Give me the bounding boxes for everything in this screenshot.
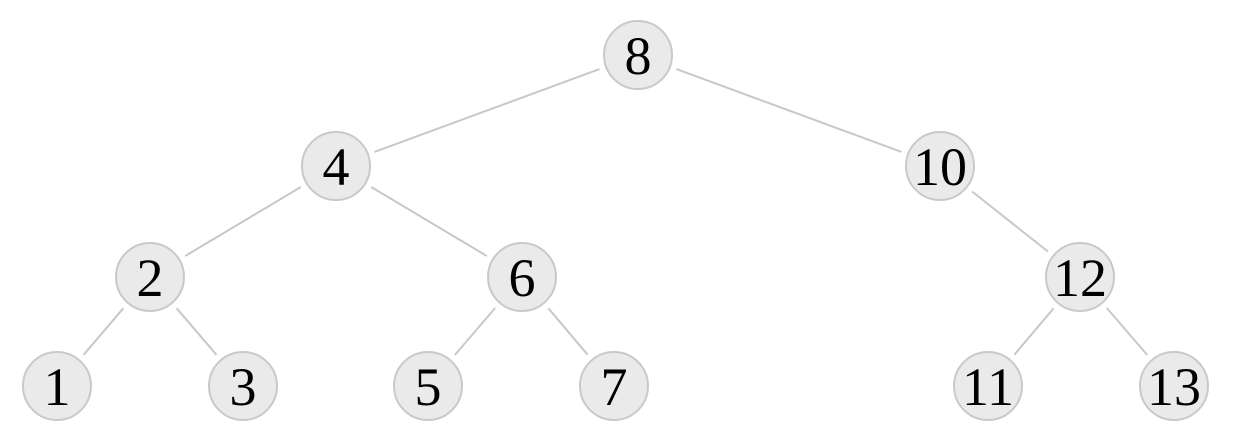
tree-edge-6-5 — [454, 307, 496, 356]
node-circle-12 — [1045, 242, 1115, 312]
tree-edge-2-1 — [82, 307, 125, 356]
tree-edge-10-12 — [971, 190, 1049, 253]
tree-node-10: 10 — [905, 131, 975, 201]
node-label-11: 11 — [962, 357, 1014, 417]
node-circle-10 — [905, 131, 975, 201]
tree-edge-6-7 — [547, 307, 589, 356]
tree-edge-4-2 — [184, 186, 302, 257]
node-label-2: 2 — [137, 248, 164, 308]
tree-node-4: 4 — [301, 131, 371, 201]
node-label-5: 5 — [415, 357, 442, 417]
tree-edge-4-6 — [370, 186, 488, 257]
node-circle-5 — [393, 351, 463, 421]
node-label-3: 3 — [230, 357, 257, 417]
node-circle-13 — [1139, 351, 1209, 421]
node-circle-1 — [22, 351, 92, 421]
tree-node-8: 8 — [603, 20, 673, 90]
node-label-4: 4 — [323, 137, 350, 197]
node-label-12: 12 — [1053, 248, 1107, 308]
node-circle-7 — [579, 351, 649, 421]
node-circle-6 — [487, 242, 557, 312]
node-circle-8 — [603, 20, 673, 90]
tree-node-12: 12 — [1045, 242, 1115, 312]
node-label-1: 1 — [44, 357, 71, 417]
node-circle-11 — [953, 351, 1023, 421]
node-circle-2 — [115, 242, 185, 312]
tree-node-7: 7 — [579, 351, 649, 421]
tree-node-1: 1 — [22, 351, 92, 421]
tree-node-3: 3 — [208, 351, 278, 421]
node-label-7: 7 — [601, 357, 628, 417]
tree-node-5: 5 — [393, 351, 463, 421]
tree-edge-8-10 — [676, 68, 902, 153]
node-circle-3 — [208, 351, 278, 421]
tree-node-2: 2 — [115, 242, 185, 312]
tree-edge-12-13 — [1106, 307, 1148, 356]
tree-node-6: 6 — [487, 242, 557, 312]
tree-node-11: 11 — [953, 351, 1023, 421]
node-label-8: 8 — [625, 26, 652, 86]
node-label-6: 6 — [509, 248, 536, 308]
node-label-10: 10 — [913, 137, 967, 197]
tree-edge-2-3 — [175, 307, 218, 356]
tree-edge-12-11 — [1013, 307, 1055, 356]
node-label-13: 13 — [1147, 357, 1201, 417]
tree-node-13: 13 — [1139, 351, 1209, 421]
node-circle-4 — [301, 131, 371, 201]
tree-edge-8-4 — [374, 68, 600, 153]
